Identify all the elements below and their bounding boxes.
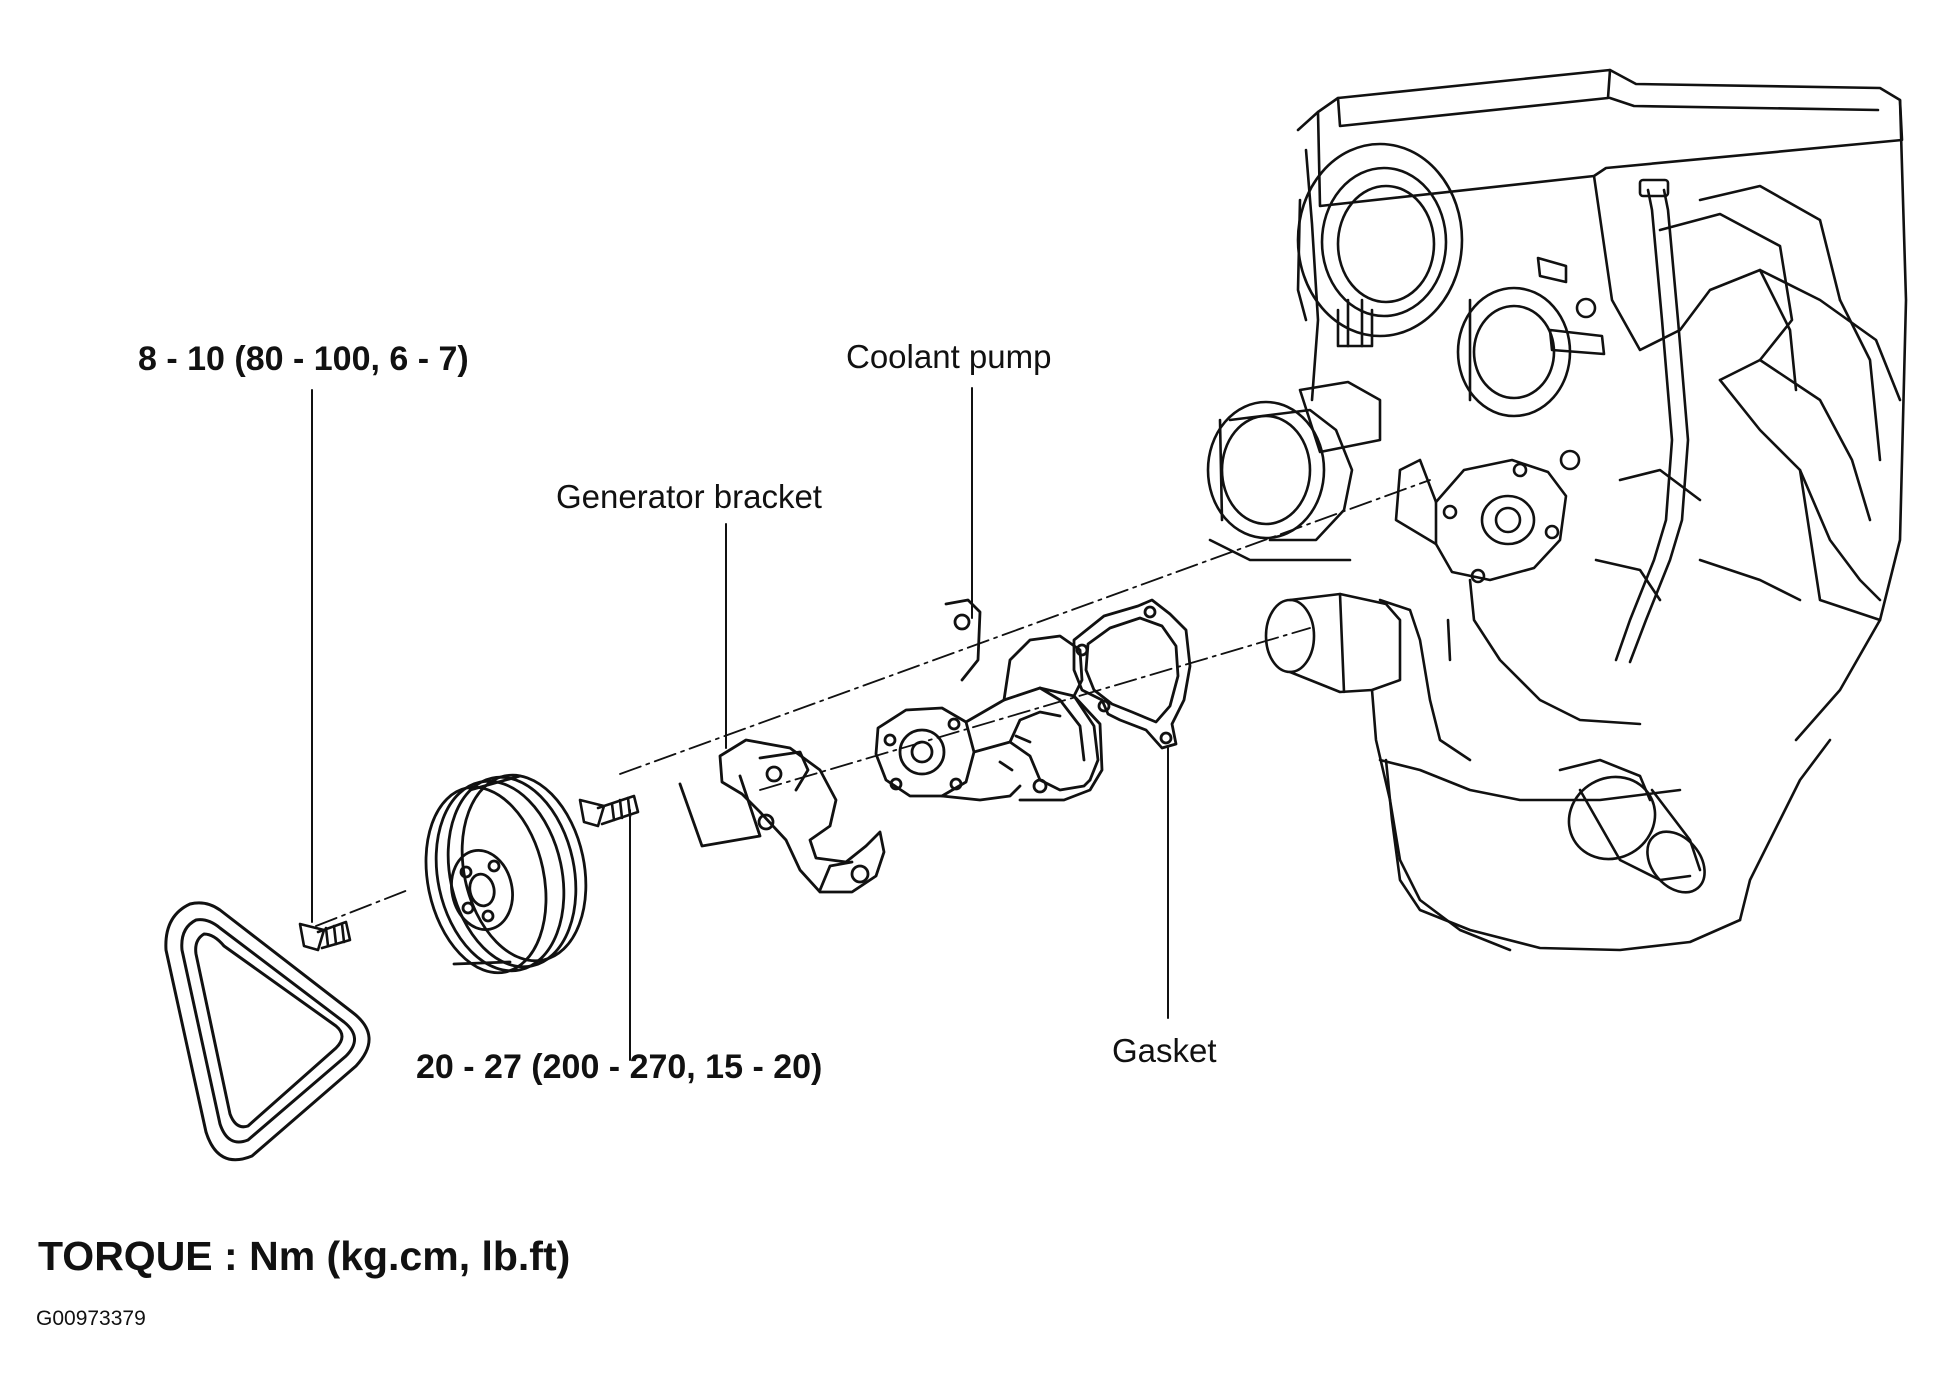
crank-pulley	[424, 773, 588, 975]
engine-block	[1206, 68, 1908, 952]
bracket-bolt-torque-label: 20 - 27 (200 - 270, 15 - 20)	[416, 1048, 823, 1086]
coolant-pump-part	[874, 598, 1104, 802]
crank-bolt-torque-label: 8 - 10 (80 - 100, 6 - 7)	[138, 340, 469, 378]
bracket-bolt	[578, 794, 640, 828]
gasket-part	[1072, 598, 1192, 750]
generator-bracket-part	[678, 738, 886, 894]
crank-pulley-bolt	[298, 920, 352, 952]
generator-bracket-label: Generator bracket	[556, 478, 822, 515]
drive-belt	[164, 901, 371, 1162]
figure-id: G00973379	[36, 1307, 146, 1330]
gasket-label: Gasket	[1112, 1032, 1217, 1069]
torque-units-title: TORQUE : Nm (kg.cm, lb.ft)	[38, 1233, 571, 1279]
coolant-pump-label: Coolant pump	[846, 338, 1052, 375]
leader-lines	[311, 387, 1169, 1061]
center-axis-lines	[315, 479, 1431, 927]
